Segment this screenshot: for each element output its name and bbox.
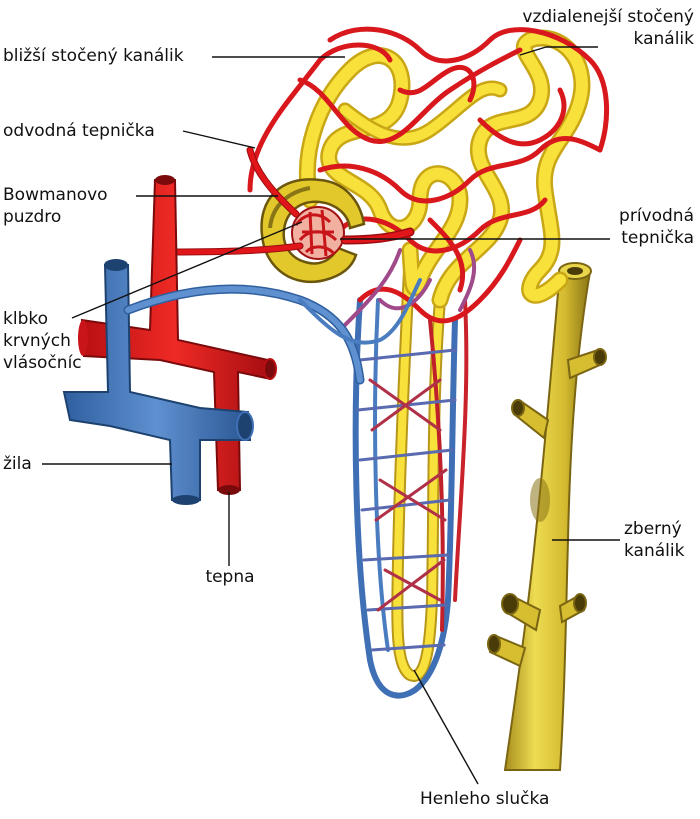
loop-of-henle (391, 244, 446, 682)
collecting-duct (487, 262, 607, 771)
leader-distal-b (519, 46, 547, 56)
renal-vein (62, 259, 422, 505)
label-proximal-tubule: bližší stočený kanálik (3, 46, 184, 66)
leader-efferent (182, 130, 256, 149)
label-efferent-arteriole: odvodná tepnička (3, 121, 155, 141)
label-artery: tepna (205, 567, 255, 587)
label-loop-of-henle: Henleho slučka (420, 789, 550, 809)
capillary-network (352, 297, 469, 699)
peritubular-capillaries (247, 26, 610, 324)
label-afferent-arteriole: prívodná tepnička (619, 206, 694, 248)
label-distal-tubule: vzdialenejší stočený kanálik (522, 7, 694, 49)
leader-glomerulus (71, 221, 303, 319)
label-glomerulus: klbko krvných vlásočníc (3, 309, 82, 373)
label-bowman-capsule: Bowmanovo puzdro (3, 185, 108, 227)
leader-lines (42, 46, 620, 785)
leader-henle (413, 669, 479, 785)
label-collecting-duct: zberný kanálik (624, 519, 685, 561)
glomerulus (291, 206, 345, 260)
afferent-arteriole (166, 146, 415, 256)
label-vein: žila (3, 454, 32, 474)
